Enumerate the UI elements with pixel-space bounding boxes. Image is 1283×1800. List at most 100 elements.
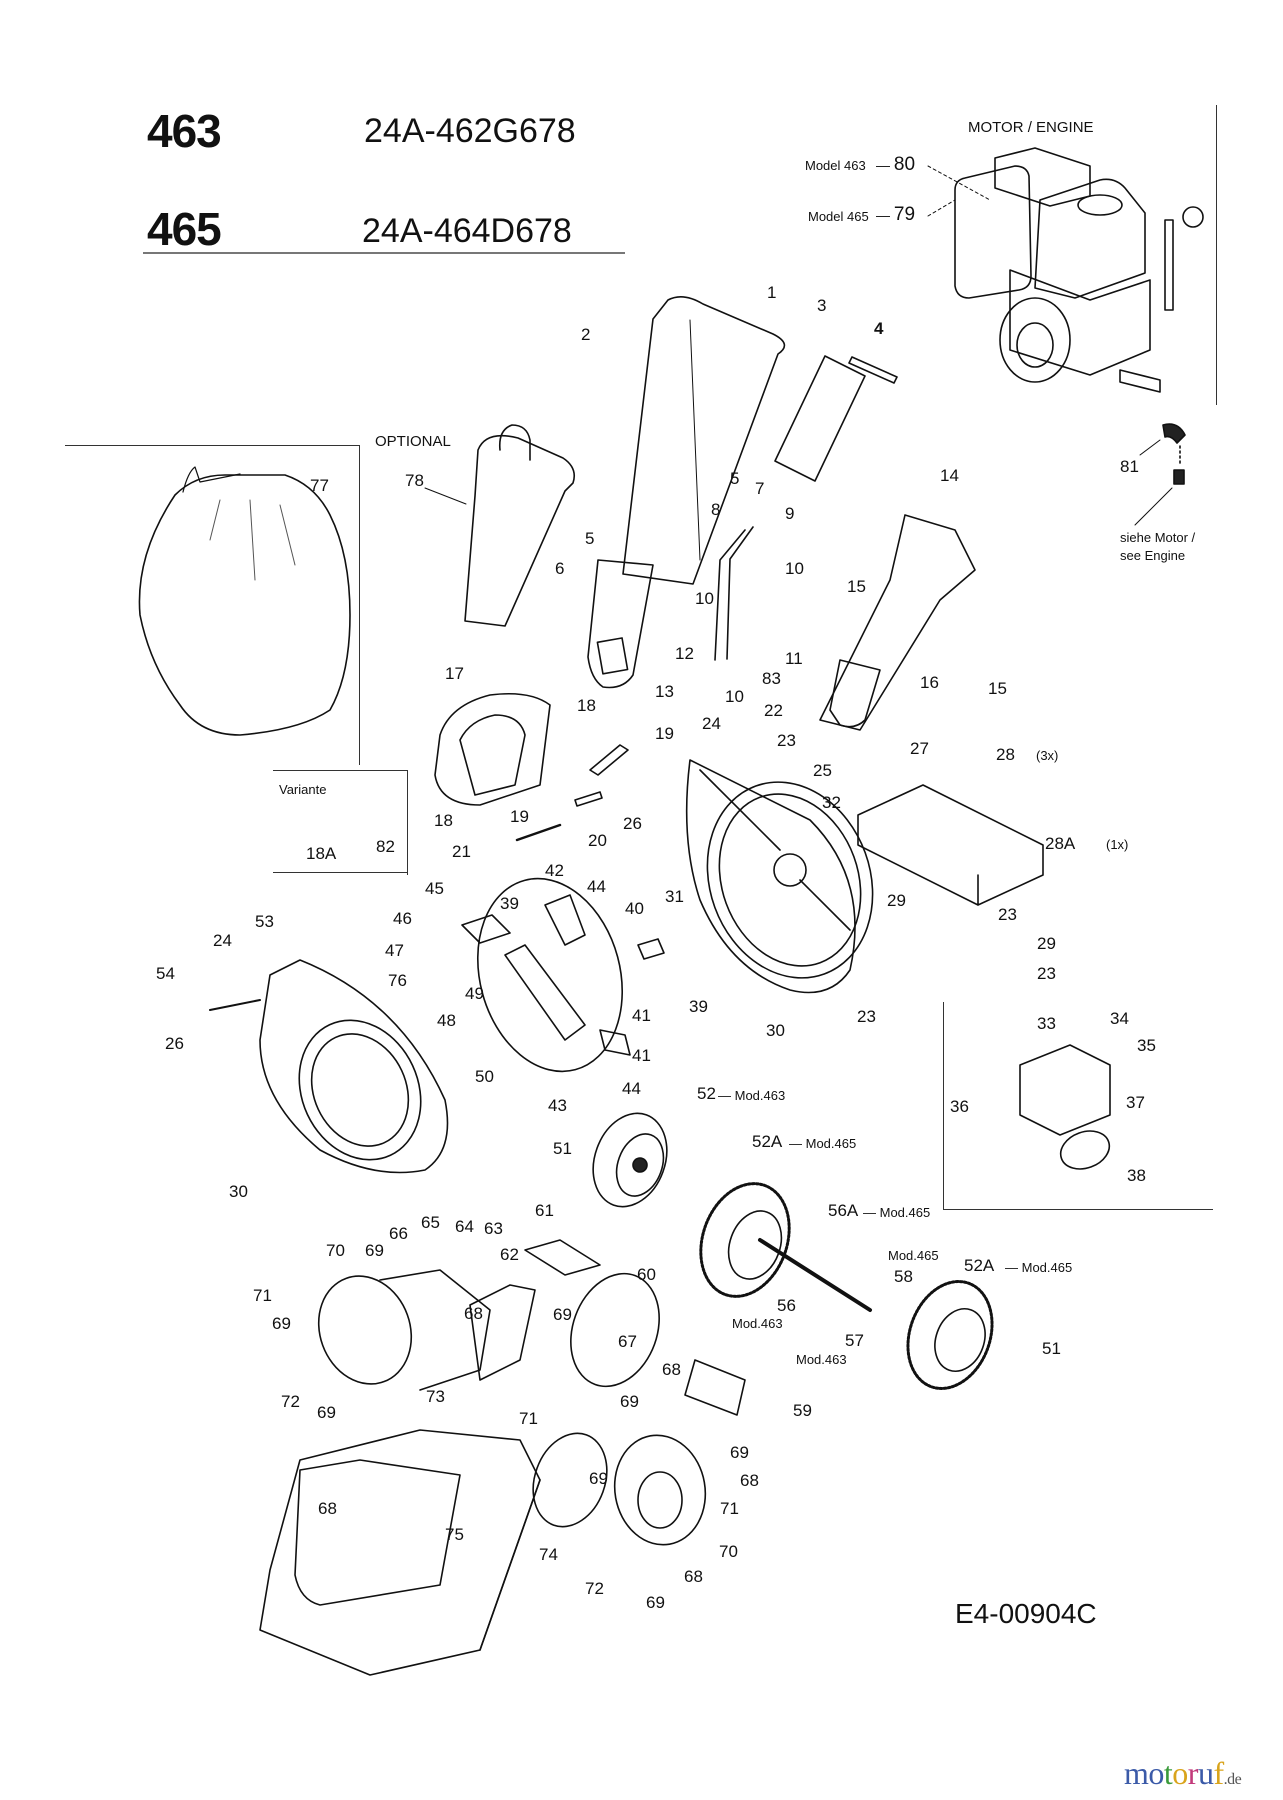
callout-81: 81: [1120, 457, 1139, 476]
callout-16: 16: [920, 673, 939, 692]
callout-72-right: 72: [585, 1579, 604, 1598]
gasket-ring-60-illustration: [570, 1272, 660, 1388]
callout-52a-right: 52A: [964, 1256, 995, 1275]
model-code-465: 24A-464D678: [362, 212, 572, 250]
callout-71-left: 71: [253, 1286, 272, 1305]
qty-note-28: (3x): [1036, 748, 1059, 763]
model-number-463: 463: [147, 105, 222, 157]
callout-15-upper: 15: [847, 577, 866, 596]
discharge-hood-illustration: [259, 1429, 541, 1676]
brand-letter: m: [1124, 1755, 1149, 1791]
main-housing-illustration: [685, 759, 874, 994]
callout-33: 33: [1037, 1014, 1056, 1033]
callout-25: 25: [813, 761, 832, 780]
mod-note-56a: — Mod.465: [863, 1205, 931, 1220]
callout-50: 50: [475, 1067, 494, 1086]
model-463-engine-label: Model 463: [805, 158, 866, 173]
callout-68-bottom: 68: [684, 1567, 703, 1586]
document-code: E4-00904C: [955, 1598, 1097, 1629]
flap-strip-illustration: [848, 356, 898, 384]
see-engine-note-line1: siehe Motor /: [1120, 530, 1196, 545]
header-divider: [143, 252, 625, 254]
callout-70-right: 70: [719, 1542, 738, 1561]
callout-30-left: 30: [229, 1182, 248, 1201]
mod-note-58: Mod.465: [888, 1248, 939, 1263]
callout-69-hub: 69: [589, 1469, 608, 1488]
callout-12: 12: [675, 644, 694, 663]
callout-32: 32: [822, 793, 841, 812]
callout-37: 37: [1126, 1093, 1145, 1112]
callout-71-center: 71: [519, 1409, 538, 1428]
callout-45: 45: [425, 879, 444, 898]
see-engine-note-line2: see Engine: [1120, 548, 1186, 563]
model-number-465: 465: [147, 203, 222, 255]
hopper-frame-illustration: [1019, 1044, 1111, 1136]
leader-78: [424, 487, 467, 505]
callout-39-right: 39: [689, 997, 708, 1016]
callout-43: 43: [548, 1096, 567, 1115]
callout-18-upper: 18: [577, 696, 596, 715]
callout-52a-left: 52A: [752, 1132, 783, 1151]
callout-64: 64: [455, 1217, 474, 1236]
callout-27: 27: [910, 739, 929, 758]
callout-53: 53: [255, 912, 274, 931]
callout-19-upper: 19: [655, 724, 674, 743]
callout-56: 56: [777, 1296, 796, 1315]
rotor-assembly-illustration: [476, 877, 631, 1073]
right-fan-housing-illustration: [532, 1432, 707, 1546]
callout-58: 58: [894, 1267, 913, 1286]
callout-3: 3: [817, 296, 827, 315]
callout-69-bottom: 69: [646, 1593, 665, 1612]
callout-42: 42: [545, 861, 564, 880]
brand-letter: f: [1213, 1755, 1224, 1791]
callout-26-lower: 26: [165, 1034, 184, 1053]
collection-bag-illustration: [138, 474, 351, 736]
callout-69-top: 69: [365, 1241, 384, 1260]
mod-note-52a-right: — Mod.465: [1005, 1260, 1073, 1275]
callout-51-left: 51: [553, 1139, 572, 1158]
callout-8: 8: [711, 500, 721, 519]
callout-5-lower: 5: [585, 529, 595, 548]
wheel-52-illustration: [592, 1112, 668, 1208]
callout-47: 47: [385, 941, 404, 960]
callout-5-upper: 5: [730, 469, 740, 488]
callout-40: 40: [625, 899, 644, 918]
callout-10-lower: 10: [725, 687, 744, 706]
brand-letter: r: [1187, 1755, 1199, 1791]
callout-23-lower: 23: [857, 1007, 876, 1026]
callout-48: 48: [437, 1011, 456, 1030]
engine-illustration: [954, 147, 1204, 393]
leader-80: [927, 165, 991, 201]
callout-38: 38: [1127, 1166, 1146, 1185]
side-chute-illustration: [819, 514, 976, 731]
callout-74: 74: [539, 1545, 558, 1564]
callout-41-upper: 41: [632, 1006, 651, 1025]
variant-box-right: [407, 770, 408, 875]
callout-15-lower: 15: [988, 679, 1007, 698]
callout-29-left: 29: [887, 891, 906, 910]
callout-69-bottom-left: 69: [317, 1403, 336, 1422]
brand-logo[interactable]: motoruf.de: [1124, 1755, 1242, 1792]
callout-63: 63: [484, 1219, 503, 1238]
counter-knife-illustration: [637, 938, 665, 960]
callout-60: 60: [637, 1265, 656, 1284]
deflector-73-illustration: [469, 1284, 536, 1381]
optional-section-right-rule: [359, 445, 360, 765]
callout-14: 14: [940, 466, 959, 485]
variant-title: Variante: [279, 782, 327, 797]
feed-chute-illustration: [622, 296, 786, 585]
callout-35: 35: [1137, 1036, 1156, 1055]
callout-18a: 18A: [306, 844, 337, 863]
callout-20: 20: [588, 831, 607, 850]
part-80-number: 80: [893, 154, 916, 175]
callout-69-center: 69: [553, 1305, 572, 1324]
brand-letter: o: [1148, 1755, 1164, 1791]
callout-79: — 79: [876, 204, 916, 225]
wheel-52a-left-illustration: [699, 1182, 791, 1298]
brand-letter: u: [1197, 1755, 1214, 1791]
callout-75: 75: [445, 1525, 464, 1544]
callout-10-upper-right: 10: [785, 559, 804, 578]
callout-46: 46: [393, 909, 412, 928]
callout-24-lower: 24: [213, 931, 232, 950]
callout-78: 78: [405, 471, 424, 490]
